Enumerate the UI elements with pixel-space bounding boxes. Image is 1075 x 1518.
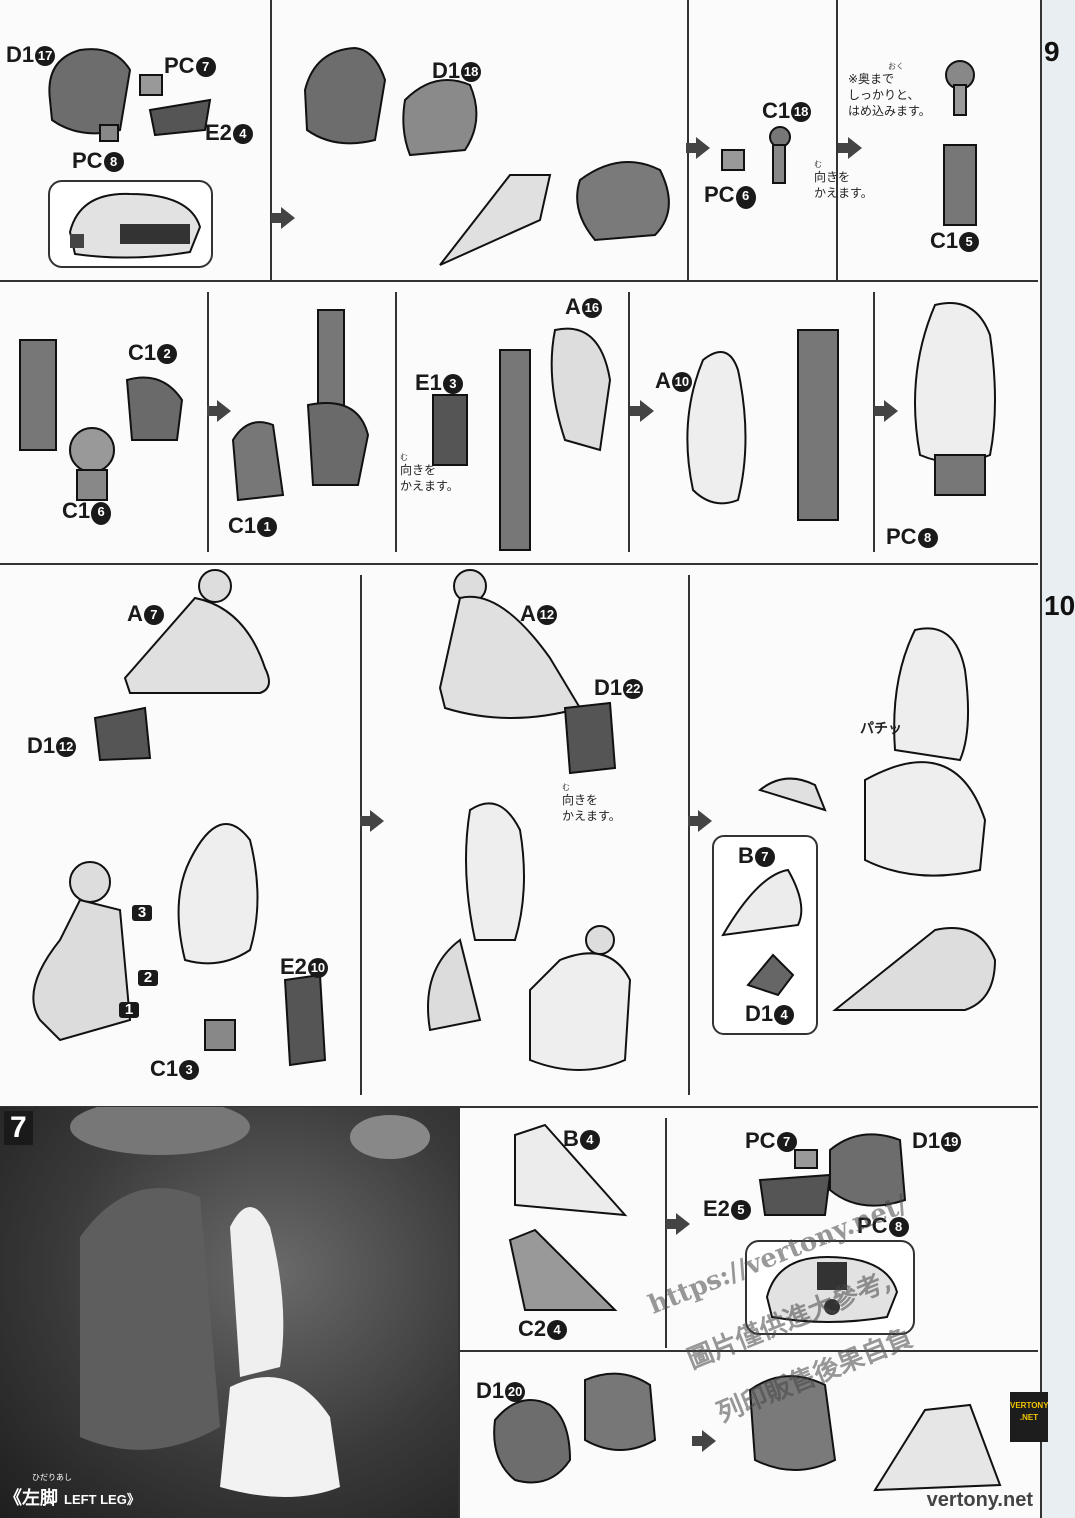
step-9-number: 9 bbox=[1044, 36, 1060, 67]
detail-inset bbox=[48, 180, 213, 268]
push-note: おく ※奥までしっかりと、はめ込みます。 bbox=[848, 62, 931, 118]
leg-assembled bbox=[914, 302, 996, 496]
foot-part-d1-20 bbox=[493, 1372, 657, 1484]
foot-part-d1-19 bbox=[758, 1133, 907, 1216]
step-arrow bbox=[630, 400, 654, 422]
col-divider bbox=[688, 575, 690, 1095]
rotate-note-2: む向きをかえます。 bbox=[400, 453, 459, 493]
step-arrow bbox=[688, 810, 712, 832]
step-arrow bbox=[271, 207, 295, 229]
col-divider bbox=[836, 0, 838, 280]
col-divider bbox=[458, 1107, 460, 1518]
leg-assembly-center bbox=[427, 802, 632, 1071]
joint-part bbox=[721, 126, 791, 184]
hip-part-d1-17 bbox=[48, 48, 212, 142]
leg-assembly-final bbox=[757, 627, 997, 1011]
col-divider bbox=[207, 292, 209, 552]
foot-assembly bbox=[748, 1375, 1002, 1492]
foot-armor-b7 bbox=[721, 868, 803, 997]
col-divider bbox=[360, 575, 362, 1095]
leg-frame-c1-1 bbox=[231, 309, 370, 502]
leg-frame-a16 bbox=[432, 327, 612, 551]
adjacent-page-strip bbox=[1040, 0, 1075, 1518]
col-divider bbox=[665, 1118, 667, 1348]
foot-part-b4-c2-4 bbox=[508, 1123, 628, 1311]
leg-frame-c1-2 bbox=[19, 339, 184, 501]
joint-part-c1-5 bbox=[943, 60, 977, 226]
order-marker-2: 2 bbox=[138, 970, 158, 986]
step-arrow bbox=[686, 137, 710, 159]
watermark-bottom: vertony.net bbox=[926, 1489, 1033, 1511]
leg-armor-a7 bbox=[93, 569, 270, 762]
row-divider-1 bbox=[0, 280, 1038, 282]
col-divider bbox=[873, 292, 875, 552]
skirt-armor-assembly bbox=[439, 161, 670, 266]
order-marker-1: 1 bbox=[119, 1002, 139, 1018]
hip-part-d1-18 bbox=[303, 46, 478, 157]
col-divider bbox=[270, 0, 272, 280]
rotate-note-3: む向きをかえます。 bbox=[562, 783, 621, 823]
step-arrow bbox=[207, 400, 231, 422]
leg-armor-a12 bbox=[438, 569, 617, 775]
detail-inset-3 bbox=[745, 1240, 915, 1335]
rotate-note-1: む向きをかえます。 bbox=[814, 160, 873, 200]
step-arrow bbox=[874, 400, 898, 422]
step-arrow bbox=[838, 137, 862, 159]
step-arrow bbox=[692, 1430, 716, 1452]
step-7-number: 7 bbox=[4, 1111, 33, 1145]
step-arrow bbox=[360, 810, 384, 832]
vertony-logo: VERTONY.NET bbox=[1010, 1392, 1049, 1442]
leg-shell-a10 bbox=[686, 329, 839, 521]
row-divider-2 bbox=[0, 563, 1038, 565]
step-arrow bbox=[666, 1213, 690, 1235]
order-marker-3: 3 bbox=[132, 905, 152, 921]
snap-note: パチッ bbox=[860, 720, 902, 736]
col-divider bbox=[395, 292, 397, 552]
col-divider bbox=[628, 292, 630, 552]
step-10-number: 10 bbox=[1044, 590, 1075, 621]
leg-assembly-left bbox=[32, 823, 327, 1067]
row-divider-3 bbox=[0, 1106, 1038, 1108]
col-divider bbox=[687, 0, 689, 280]
row-divider bbox=[458, 1350, 1038, 1352]
